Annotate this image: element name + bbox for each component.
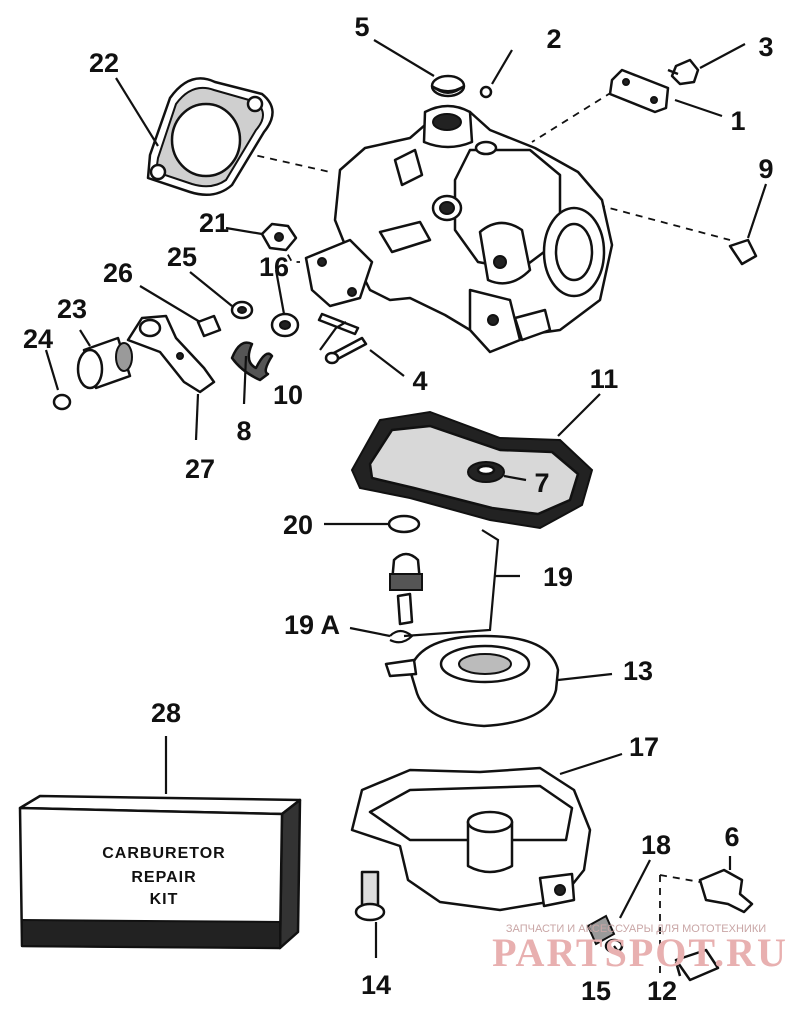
spring-part-8	[230, 341, 274, 382]
kit-label-line3: KIT	[150, 891, 179, 908]
ball-part-2	[479, 85, 493, 99]
bracket-part-1	[608, 68, 670, 114]
watermark-tagline: ЗАПЧАСТИ И АКСЕССУАРЫ ДЛЯ МОТОТЕХНИКИ	[506, 923, 766, 935]
callout-3: 3	[758, 32, 773, 62]
callout-2: 2	[546, 24, 561, 54]
needle-seat-part-19	[389, 552, 423, 626]
pin-part-10	[317, 312, 360, 336]
flange-gasket	[146, 77, 274, 197]
callout-16: 16	[259, 252, 289, 282]
screw-part-3	[667, 58, 700, 86]
callout-5: 5	[354, 12, 369, 42]
callout-15: 15	[581, 976, 611, 1006]
nut-part-21	[260, 222, 298, 252]
kit-label-line1: CARBURETOR	[102, 845, 225, 862]
callout-21: 21	[199, 208, 229, 238]
callout-14: 14	[361, 970, 391, 1000]
callout-25: 25	[167, 242, 197, 272]
callout-22: 22	[89, 48, 119, 78]
callout-23: 23	[57, 294, 87, 324]
carburetor-body	[333, 104, 614, 354]
callout-labels: 1 2 3 4 5 6 7 8 9 10 11 12 13 14 15 16 1…	[23, 12, 774, 1006]
screw-part-26	[196, 314, 222, 338]
callout-8: 8	[236, 416, 251, 446]
fitting-part-6	[698, 868, 754, 914]
callout-12: 12	[647, 976, 677, 1006]
kit-label-line2: REPAIR	[131, 869, 196, 886]
bushing-part-23	[76, 336, 133, 390]
callout-18: 18	[641, 830, 671, 860]
washer-part-20	[387, 514, 421, 534]
callout-13: 13	[623, 656, 653, 686]
grommet-part-7	[467, 461, 505, 483]
callout-24: 24	[23, 324, 53, 354]
needle-part-18	[586, 914, 616, 946]
screw-part-4	[324, 336, 368, 365]
callout-17: 17	[629, 732, 659, 762]
callout-6: 6	[724, 822, 739, 852]
callout-10: 10	[273, 380, 303, 410]
callout-20: 20	[283, 510, 313, 540]
washer-part-25	[230, 300, 254, 320]
watermark: ЗАПЧАСТИ И АКСЕССУАРЫ ДЛЯ МОТОТЕХНИКИ PA…	[492, 923, 788, 975]
callout-26: 26	[103, 258, 133, 288]
repair-kit-box	[18, 794, 302, 950]
callout-7: 7	[534, 468, 549, 498]
float-bowl-part-17	[350, 766, 592, 912]
callout-19: 19	[543, 562, 573, 592]
leader-lines	[44, 39, 768, 958]
callout-28: 28	[151, 698, 181, 728]
screw-part-12	[674, 948, 720, 982]
callout-9: 9	[758, 154, 773, 184]
screw-part-14	[354, 870, 386, 922]
callout-11: 11	[590, 364, 619, 394]
throttle-lever-part-27	[126, 314, 216, 394]
screw-part-9	[728, 238, 758, 266]
callout-4: 4	[412, 366, 427, 396]
watermark-brand: PARTSPOT.RU	[492, 930, 788, 975]
o-ring-part-24	[52, 393, 72, 411]
washer-part-16	[270, 312, 300, 338]
throttle-arm-plate	[304, 238, 374, 308]
plug-part-5	[430, 74, 466, 98]
float-part-13	[384, 634, 560, 728]
callout-19a: 19 A	[284, 610, 340, 640]
callout-27: 27	[185, 454, 215, 484]
callout-1: 1	[730, 106, 745, 136]
